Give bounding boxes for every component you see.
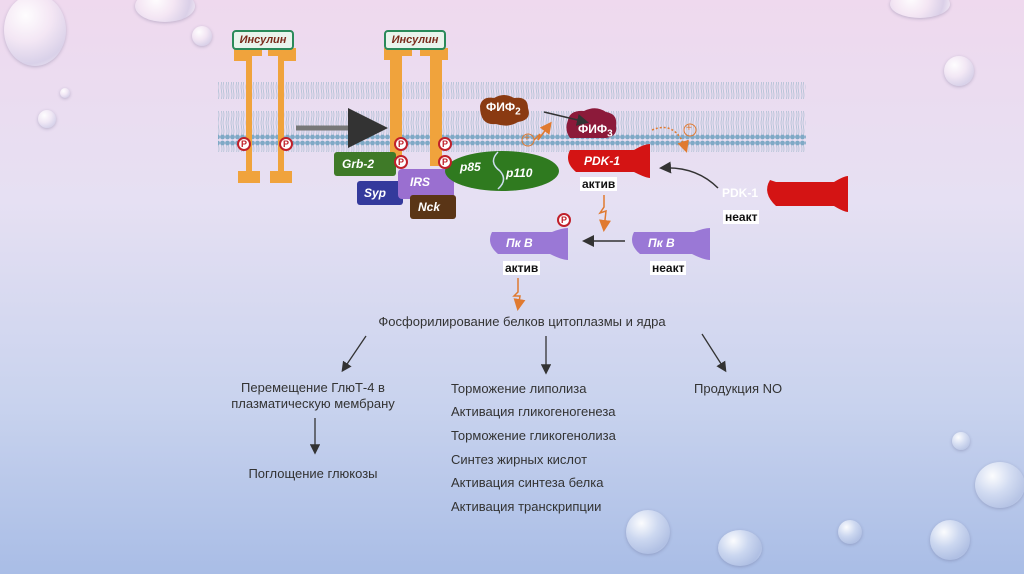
pip2-text: ФИФ: [486, 100, 516, 114]
plus-sign: +: [686, 123, 692, 134]
phosphate-marker: P: [438, 155, 452, 169]
insulin-box: Инсулин: [384, 30, 446, 50]
irs-label: IRS: [410, 175, 431, 189]
pip3-label: ФИФ3: [578, 122, 613, 139]
pdk1-inactive-label: PDK-1: [722, 186, 759, 200]
glut4-line1: Перемещение ГлюТ-4 в: [241, 380, 385, 395]
plus-sign: +: [524, 133, 530, 144]
phosphate-marker: P: [279, 137, 293, 151]
phosphate-marker: P: [394, 137, 408, 151]
decorative-bubble: [944, 56, 974, 86]
decorative-bubble: [4, 0, 66, 66]
pdk1-active-label: PDK-1: [584, 154, 621, 168]
phosphate-marker: P: [394, 155, 408, 169]
pip3-subscript: 3: [607, 128, 613, 140]
decorative-bubble: [890, 0, 950, 18]
pkb-active-state: актив: [503, 261, 541, 275]
glucose-uptake: Поглощение глюкозы: [248, 466, 378, 481]
pip2-subscript: 2: [515, 106, 521, 118]
pdk1-inactive-state: неакт: [723, 210, 760, 224]
decorative-bubble: [38, 110, 56, 128]
insulin-receptor-inactive: [234, 48, 296, 183]
decorative-bubble: [135, 0, 195, 22]
decorative-bubble: [626, 510, 670, 554]
glut4-line2: плазматическую мембрану: [231, 396, 395, 411]
insulin-receptor-active: [384, 48, 448, 166]
no-production: Продукция NO: [694, 381, 783, 396]
decorative-bubble: [192, 26, 212, 46]
pip2-label: ФИФ2: [486, 100, 521, 117]
insulin-box: Инсулин: [232, 30, 294, 50]
decorative-bubble: [60, 88, 70, 98]
effect-item: Активация гликогеногенеза: [451, 404, 616, 419]
p110-label: p110: [506, 166, 533, 180]
pkb-inactive-state: неакт: [650, 261, 687, 275]
effect-item: Активация синтеза белка: [451, 475, 604, 490]
pkb-inactive-label: Пк B: [648, 236, 675, 250]
effect-item: Активация транскрипции: [451, 499, 602, 514]
phosphate-marker: P: [557, 213, 571, 227]
nck-label: Nck: [418, 200, 441, 214]
effect-item: Торможение липолиза: [451, 381, 587, 396]
phosphate-marker: P: [438, 137, 452, 151]
effect-item: Торможение гликогенолиза: [451, 428, 616, 443]
decorative-bubble: [838, 520, 862, 544]
decorative-bubble: [930, 520, 970, 560]
syp-label: Syp: [364, 186, 387, 200]
p85-label: p85: [460, 160, 481, 174]
main-effect: Фосфорилирование белков цитоплазмы и ядр…: [378, 314, 666, 329]
effect-item: Синтез жирных кислот: [451, 452, 588, 467]
phosphate-marker: P: [237, 137, 251, 151]
grb2-label: Grb-2: [342, 157, 375, 171]
decorative-bubble: [718, 530, 762, 566]
pip3-text: ФИФ: [578, 122, 608, 136]
pkb-active-label: Пк B: [506, 236, 533, 250]
decorative-bubble: [975, 462, 1024, 508]
pdk1-active-state: актив: [580, 177, 618, 191]
decorative-bubble: [952, 432, 970, 450]
